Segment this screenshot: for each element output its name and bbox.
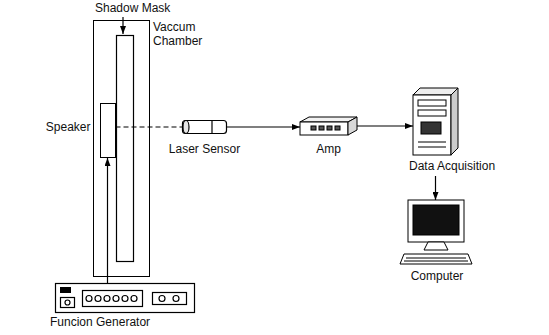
- node-label: Data Acquisition: [409, 159, 495, 173]
- signal-arrow: [435, 176, 436, 200]
- data-acquisition: Data Acquisition: [413, 88, 458, 155]
- laser-sensor-icon: [183, 121, 227, 134]
- laser-sensor: Laser Sensor: [182, 120, 227, 134]
- computer-icon: [408, 200, 464, 242]
- data-acquisition-icon: [418, 147, 446, 148]
- node-label: Funcion Generator: [50, 315, 150, 329]
- node-label: Laser Sensor: [169, 142, 240, 156]
- laser-sensor-icon: [183, 121, 189, 134]
- function-generator-icon: [113, 296, 119, 302]
- computer-icon: [413, 205, 459, 235]
- function-generator-icon: [60, 287, 71, 293]
- node-label: Computer: [411, 269, 464, 283]
- laser-sensor-icon: [183, 121, 227, 134]
- signal-arrow: [107, 158, 108, 283]
- computer-icon: [400, 200, 472, 264]
- amplifier: Amp: [300, 117, 357, 135]
- node-label: Amp: [316, 142, 341, 156]
- amp-icon: [348, 117, 357, 135]
- data-acquisition-icon: [413, 88, 458, 155]
- data-acquisition-icon: [418, 110, 446, 116]
- function-generator-icon: [122, 296, 128, 302]
- data-acquisition-icon: [418, 100, 446, 106]
- function-generator-icon: [159, 296, 165, 302]
- function-generator-icon: [153, 293, 187, 305]
- function-generator-icon: [95, 296, 101, 302]
- amp-icon: [319, 126, 324, 130]
- laser-sensor-icon: [211, 121, 212, 134]
- data-acquisition-icon: [413, 95, 451, 155]
- data-acquisition-icon: [451, 88, 458, 155]
- laser-beam: [116, 126, 183, 127]
- computer-icon: [404, 261, 468, 262]
- data-acquisition-icon: [421, 122, 441, 134]
- amp-icon: [327, 126, 332, 130]
- shadow-mask: [117, 36, 134, 262]
- amp-icon: [335, 126, 340, 130]
- amp-icon: [311, 126, 316, 130]
- data-acquisition-icon: [413, 88, 458, 95]
- signal-arrow: [357, 125, 413, 126]
- node-label: Speaker: [46, 120, 91, 134]
- amp-icon: [300, 117, 357, 135]
- speaker-box: Speaker: [100, 103, 116, 158]
- function-generator-icon: [173, 296, 179, 302]
- part-label: Shadow Mask: [95, 1, 170, 15]
- function-generator-icon: [83, 291, 143, 307]
- function-generator-icon: [61, 298, 75, 308]
- amp-icon: [300, 122, 348, 135]
- data-acquisition-icon: [418, 142, 446, 143]
- vacuum-chamber: Vaccum ChamberSpeaker: [93, 20, 150, 277]
- computer-icon: [406, 258, 466, 259]
- function-generator-icon: [131, 296, 137, 302]
- computer-icon: [400, 254, 472, 264]
- function-generator: Funcion Generator: [55, 283, 195, 313]
- shadow-mask: [117, 36, 134, 262]
- function-generator-icon: [56, 284, 195, 313]
- function-generator-icon: [65, 300, 70, 305]
- function-generator-icon: [86, 296, 92, 302]
- computer: Computer: [402, 200, 472, 265]
- function-generator-icon: [104, 296, 110, 302]
- signal-arrow: [227, 126, 300, 127]
- computer-icon: [424, 242, 448, 250]
- function-generator-icon: [56, 284, 195, 313]
- node-label: Vaccum Chamber: [153, 20, 211, 48]
